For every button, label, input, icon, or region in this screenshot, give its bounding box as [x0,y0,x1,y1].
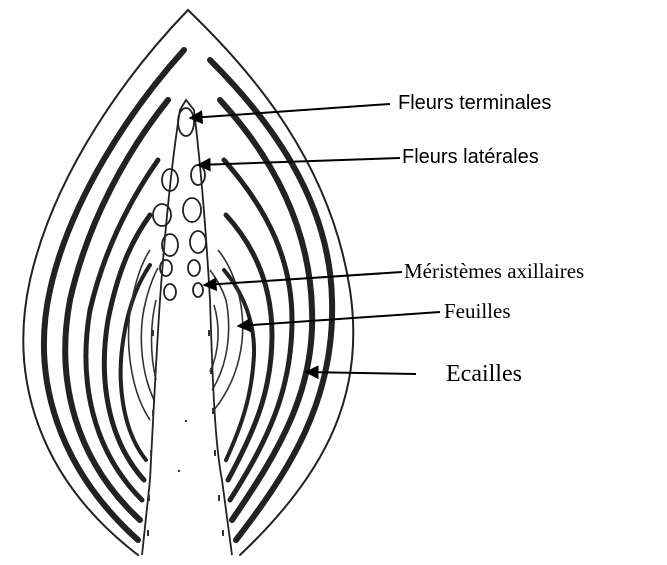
meristem [164,284,176,300]
flower-lateral [153,204,171,226]
dot [152,330,154,336]
scale-layer-4 [86,160,292,500]
arrow-fleurs-terminales [190,104,390,118]
dot [152,410,154,416]
meristem [193,283,203,297]
label-meristemes-axillaires: Méristèmes axillaires [404,259,584,284]
label-fleurs-laterales: Fleurs latérales [402,146,539,169]
flower-lateral [191,165,205,185]
meristem [188,260,200,276]
dot [147,530,149,536]
dot [148,495,150,501]
dot [222,530,224,536]
flower-terminal [178,108,194,136]
label-fleurs-terminales: Fleurs terminales [398,92,551,115]
label-ecailles: Ecailles [446,361,522,388]
dot [210,368,212,374]
dot [208,330,210,336]
dot [212,408,214,414]
scale-layers [23,10,353,555]
arrows [190,104,440,374]
dot [178,470,180,472]
flower-lateral [190,231,206,253]
dot [218,495,220,501]
leaf-left-1 [129,250,150,420]
flower-lateral [183,198,201,222]
dot [185,420,187,422]
dot [214,450,216,456]
arrow-feuilles [238,312,440,326]
dot [154,370,156,376]
label-feuilles: Feuilles [444,299,511,324]
dot [150,450,152,456]
scale-layer-6 [121,265,254,460]
